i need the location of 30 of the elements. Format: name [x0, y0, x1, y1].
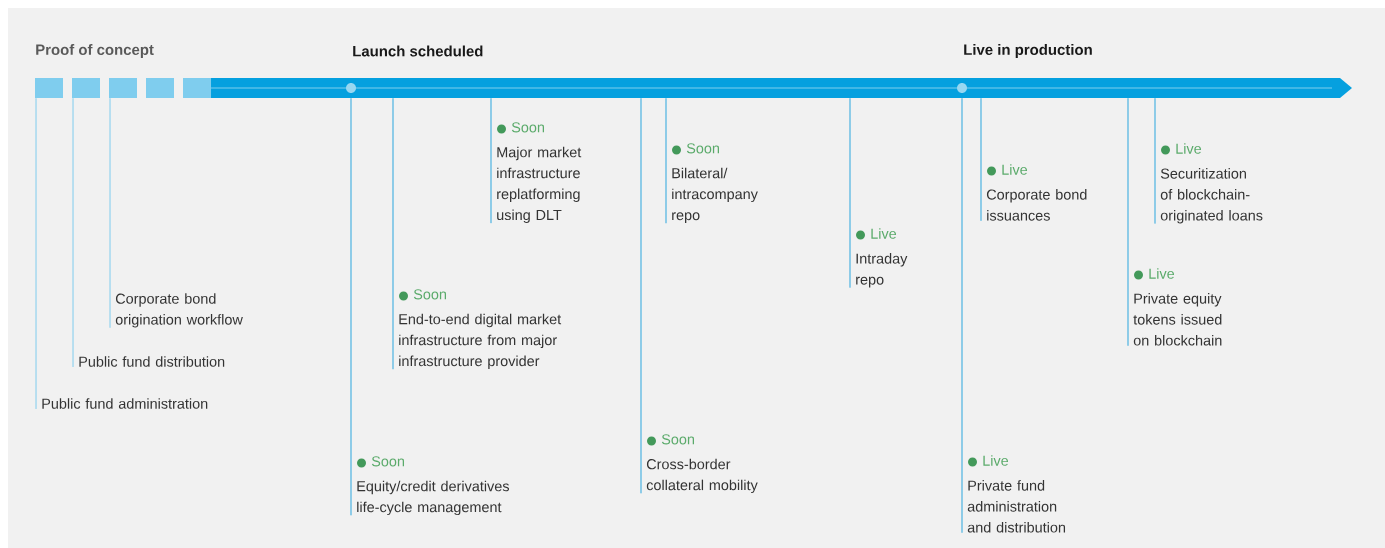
leader-line	[35, 97, 37, 410]
milestone-text: Public fund distribution	[79, 356, 225, 367]
milestone-text: Soon Bilateral/ intracompany repo	[672, 143, 758, 224]
stage-heading: Launch scheduled	[353, 45, 483, 57]
milestone-text: Live Securitization of blockchain-originated loans	[1160, 143, 1263, 224]
milestone-text: Live Corporate bond issuances	[986, 164, 1087, 221]
leader-line	[665, 97, 667, 224]
leader-line	[72, 97, 74, 368]
leader-line	[350, 97, 352, 516]
leader-line	[490, 97, 492, 224]
leader-line	[392, 97, 394, 370]
milestone-text: Soon Cross-border collateral mobility	[646, 434, 758, 494]
milestone-text: Corporate bond origination workflow	[115, 293, 243, 328]
leader-line	[849, 97, 851, 289]
milestone-text: Soon End-to-end digital market infrastructure from major infrastructure provider	[399, 289, 562, 370]
timeline-arrow	[35, 78, 1352, 98]
stage-heading: Proof of concept	[36, 44, 154, 58]
leader-line	[961, 97, 963, 534]
milestone-text: Live Private fund administration and distribution	[967, 455, 1065, 533]
stage-heading: Live in production	[964, 44, 1092, 58]
milestone-text: Soon Major market infrastructure replatforming using DLT	[497, 122, 582, 223]
milestone-text: Public fund administration	[42, 398, 208, 409]
milestone-text: Live Intraday repo	[856, 228, 908, 288]
leader-line	[109, 97, 111, 329]
milestone-text: Soon Equity/credit derivatives life-cycle management	[357, 456, 509, 516]
leader-line	[980, 97, 982, 222]
leader-line	[1154, 97, 1156, 225]
leader-line	[1127, 97, 1129, 347]
leader-line	[640, 97, 642, 494]
milestone-text: Live Private equity tokens issued on blockchain	[1133, 268, 1222, 346]
